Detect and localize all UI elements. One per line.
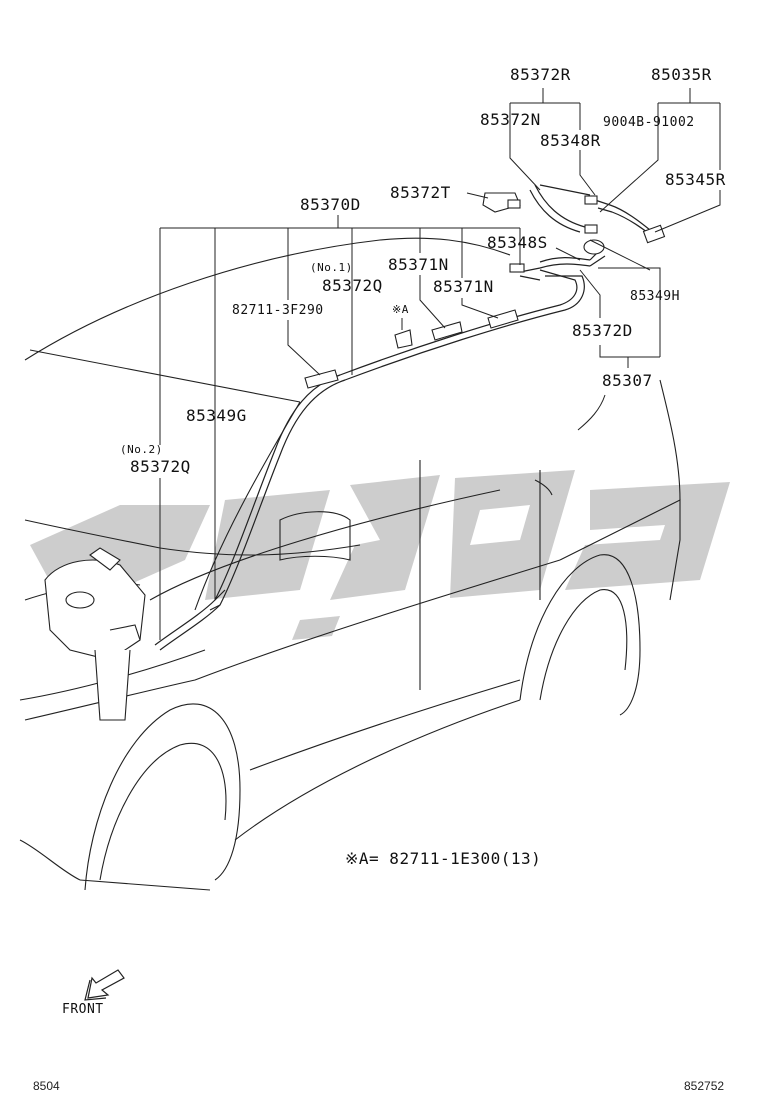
part-label-85349H: 85349H	[630, 289, 680, 304]
label-no2: (No.2)	[120, 443, 163, 456]
front-arrow-icon	[84, 969, 125, 1001]
part-label-85348R: 85348R	[540, 131, 601, 150]
part-label-85372D: 85372D	[572, 321, 633, 340]
front-label: FRONT	[62, 1002, 104, 1017]
part-label-85372R: 85372R	[510, 65, 571, 84]
part-label-85372N: 85372N	[480, 110, 541, 129]
note-mark-a: ※A= 82711-1E300(13)	[345, 849, 542, 868]
part-label-85349G: 85349G	[186, 406, 247, 425]
label-no1: (No.1)	[310, 261, 353, 274]
part-label-85372Q-a: 85372Q	[322, 276, 383, 295]
part-label-85371N-b: 85371N	[433, 277, 494, 296]
washer-tank	[44, 547, 146, 721]
leader-lines	[159, 88, 721, 640]
part-label-9004B-91002: 9004B-91002	[603, 115, 695, 130]
part-label-85372T: 85372T	[390, 183, 451, 202]
footer-right-code: 852752	[684, 1079, 725, 1093]
part-label-85035R: 85035R	[651, 65, 712, 84]
footer-left-code: 8504	[33, 1079, 60, 1093]
part-label-85307: 85307	[602, 371, 653, 390]
part-label-85370D: 85370D	[300, 195, 361, 214]
small-parts	[304, 192, 666, 389]
part-label-82711-3F290: 82711-3F290	[232, 303, 324, 318]
part-label-85372Q-b: 85372Q	[130, 457, 191, 476]
vehicle-outline	[19, 237, 681, 891]
washer-hose	[154, 184, 653, 651]
part-label-85348S: 85348S	[487, 233, 548, 252]
part-label-85371N-a: 85371N	[388, 255, 449, 274]
mark-a-label: ※A	[392, 303, 409, 316]
part-label-85345R: 85345R	[665, 170, 726, 189]
